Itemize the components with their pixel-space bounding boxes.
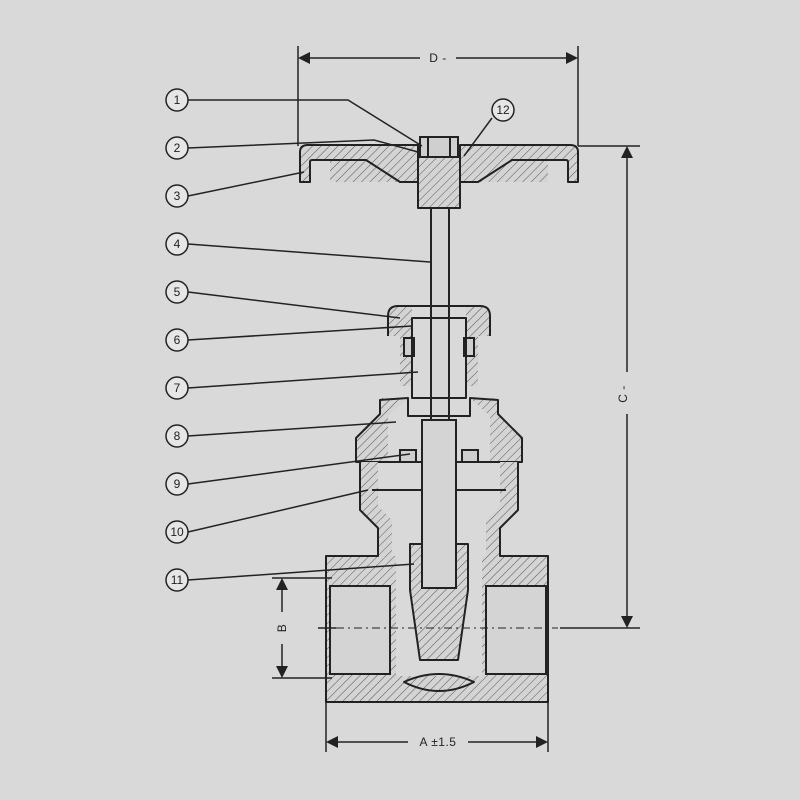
callout-6-label: 6 [174, 333, 181, 347]
callout-8-label: 8 [174, 429, 181, 443]
dimension-c: C - [560, 145, 640, 629]
dimension-b-label: B [275, 624, 289, 633]
callout-12: 12 [491, 98, 515, 122]
callout-9: 9 [165, 472, 189, 496]
callout-11: 11 [165, 568, 189, 592]
handwheel [299, 144, 579, 209]
dimension-a: A ±1.5 [325, 702, 549, 752]
dimension-b: B [272, 577, 336, 679]
callout-1: 1 [165, 88, 189, 112]
wedge-gate [409, 419, 469, 661]
valve-body [325, 462, 549, 703]
bonnet [355, 397, 523, 463]
callout-5-label: 5 [174, 285, 181, 299]
callout-7-label: 7 [174, 381, 181, 395]
dimension-c-label: C - [616, 385, 630, 403]
callout-8: 8 [165, 424, 189, 448]
callout-10-label: 10 [170, 525, 184, 539]
callout-5: 5 [165, 280, 189, 304]
callout-4: 4 [165, 232, 189, 256]
callout-11-label: 11 [171, 573, 184, 587]
callout-2-label: 2 [174, 141, 181, 155]
callout-12-label: 12 [496, 103, 510, 117]
leader-lines [187, 99, 493, 581]
callouts: 1 2 3 4 5 6 7 8 9 10 11 12 [165, 88, 515, 592]
callout-9-label: 9 [174, 477, 181, 491]
hex-nut [419, 136, 459, 158]
dimension-d: D - [297, 46, 579, 146]
callout-3-label: 3 [174, 189, 181, 203]
callout-1-label: 1 [174, 93, 181, 107]
callout-10: 10 [165, 520, 189, 544]
callout-6: 6 [165, 328, 189, 352]
dimension-a-label: A ±1.5 [420, 735, 457, 749]
dimension-d-label: D - [429, 51, 447, 65]
callout-7: 7 [165, 376, 189, 400]
callout-3: 3 [165, 184, 189, 208]
callout-2: 2 [165, 136, 189, 160]
callout-4-label: 4 [174, 237, 181, 251]
